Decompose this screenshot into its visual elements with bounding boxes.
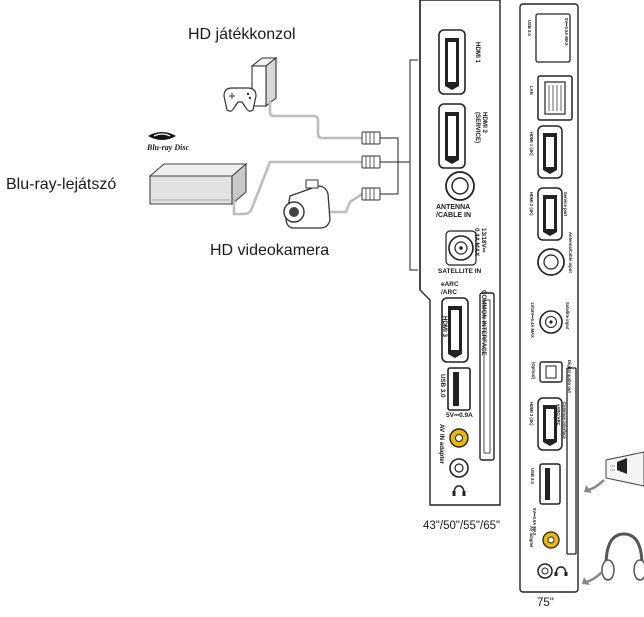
sat-power-label-line1: 13/18V⎓ (480, 228, 487, 253)
common-interface-label-right: Common Interface (562, 402, 567, 439)
antenna-port[interactable] (445, 171, 475, 201)
bluray-player-icon (148, 162, 248, 206)
sat-power-label-right: 13/18V⎓0.4A MAX (530, 302, 535, 338)
hdmi3-4k-label: HDMI 3 (4K) (529, 402, 534, 426)
hdmi2-service-label: (SERVICE) (474, 112, 481, 144)
hdmi2-label: HDMI 2 (481, 112, 488, 133)
satellite-input-port[interactable] (539, 310, 563, 334)
bluray-logo-icon (148, 132, 176, 140)
satellite-input-label: Satellite input (565, 302, 570, 330)
antenna-input-label: Antenna/Cable input (568, 232, 573, 273)
camcorder-label: HD videokamera (210, 242, 330, 259)
hdmi2-port[interactable] (438, 103, 466, 169)
camcorder-icon (283, 179, 331, 229)
ci-card-icon (605, 451, 644, 487)
size-label-left: 43"/50"/55"/65" (423, 520, 501, 532)
right-panel (519, 3, 579, 593)
cable-camcorder (330, 192, 363, 214)
hdmi3-port[interactable] (441, 297, 469, 363)
size-label-right: 75" (537, 597, 554, 609)
bluray-logo-text: Blu-ray Disc (147, 143, 189, 152)
hdmi3-4k-port[interactable] (537, 397, 563, 451)
usb-power-label: 5V⎓0.9A (446, 412, 473, 419)
hdmi2-4k-label: HDMI 2 (4K) (529, 192, 534, 216)
service-port-label: Service port (563, 192, 568, 217)
av-adapter-port[interactable] (542, 531, 560, 549)
hdmi2-4k-port[interactable] (537, 187, 563, 241)
satellite-port[interactable] (445, 230, 477, 266)
headphones-icon (601, 532, 644, 581)
cable-bluray (232, 160, 362, 216)
hdmi2-label-line1: HDMI 2 (481, 112, 488, 133)
earc-label-line1: eARC (441, 281, 459, 288)
headphone-port[interactable] (449, 458, 469, 478)
usb2-label: USB 2.0 (527, 20, 532, 36)
common-interface-label: COMMON INTERFACE (480, 290, 487, 356)
hdmi-plug-icon (361, 155, 381, 169)
usb3-port[interactable] (447, 367, 471, 411)
curved-arrow-icon (582, 571, 603, 585)
optical-port[interactable] (539, 361, 563, 383)
av-in-label: AV IN adapter (438, 424, 445, 465)
headphone-port-right[interactable] (537, 563, 553, 579)
common-interface-slot[interactable] (479, 292, 495, 461)
lan-label: LAN (529, 86, 534, 95)
usb2-power-label: 5V⎓0.5A MAX (564, 18, 569, 46)
hdmi-plug-icon (361, 131, 381, 145)
bluray-label: Blu-ray-lejátszó (6, 176, 117, 193)
headphone-icon-right (554, 566, 568, 576)
hdmi3-label: HDMI 3 (441, 316, 448, 337)
earc-label-line2: /ARC (441, 289, 457, 296)
antenna-input-port[interactable] (537, 248, 565, 276)
console-label: HD játékkonzol (188, 26, 296, 43)
antenna-label-line1: ANTENNA (436, 204, 471, 211)
usb2-port[interactable] (535, 13, 571, 63)
earc-label-right: eARC/ARC (556, 404, 561, 426)
usb3-label: USB 3.0 (439, 374, 446, 398)
av-adapter-label: AV adapter (529, 526, 534, 548)
hdmi1-4k-label: HDMI 1 (4K) (529, 132, 534, 156)
hdmi1-label: HDMI 1 (474, 42, 481, 63)
connection-lines (380, 137, 410, 195)
satellite-label: SATELLITE IN (438, 268, 482, 275)
game-console-icon (250, 56, 278, 108)
curved-arrow-icon (584, 479, 605, 493)
lan-port[interactable] (537, 75, 573, 121)
hdmi1-4k-port[interactable] (537, 125, 563, 179)
sat-power-label-line2: 0.4A MAX (473, 228, 480, 257)
hdmi1-port[interactable] (438, 29, 466, 95)
gamepad-icon (223, 87, 257, 112)
usb3-label-right: USB 3.0 (530, 468, 535, 484)
common-interface-slot-right[interactable] (566, 367, 577, 555)
antenna-label-line2: /CABLE IN (436, 212, 471, 219)
optical-label: (Optical) (531, 362, 536, 379)
headphone-icon (452, 485, 466, 496)
digital-audio-label: Digital audio out (567, 360, 572, 393)
cable-console (268, 100, 362, 140)
usb3-port-right[interactable] (539, 463, 561, 505)
hdmi-plug-icon (361, 187, 381, 201)
av-in-port[interactable] (449, 428, 469, 448)
